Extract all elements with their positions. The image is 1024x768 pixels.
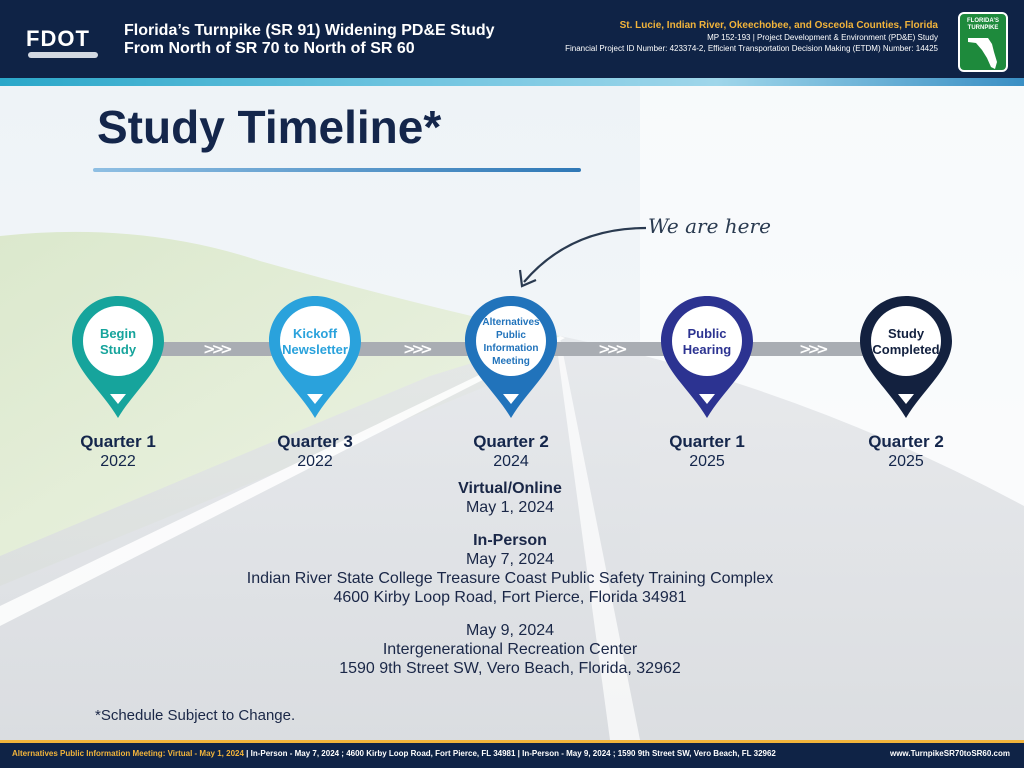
turnpike-logo-text: FLORIDA’S TURNPIKE (966, 18, 999, 31)
map-pin-icon (661, 296, 753, 418)
milestone-year: 2025 (689, 453, 725, 470)
florida-map-icon (968, 38, 997, 69)
milestone-date: Quarter 3 2022 (245, 432, 385, 472)
fdot-swoosh-icon (28, 52, 98, 58)
header-stripe (0, 78, 1024, 86)
florida-turnpike-logo: FLORIDA’S TURNPIKE (958, 12, 1008, 72)
milestone-pin: Kickoff Newsletter (267, 294, 363, 420)
footer-website-link[interactable]: www.TurnpikeSR70toSR60.com (889, 749, 1010, 758)
counties-text: St. Lucie, Indian River, Okeechobee, and… (619, 20, 938, 31)
footer-accent-line (0, 740, 1024, 743)
milestone-date: Quarter 2 2025 (836, 432, 976, 472)
map-pin-icon (860, 296, 952, 418)
virtual-heading: Virtual/Online (458, 480, 562, 497)
milestone-quarter: Quarter 1 (669, 432, 745, 451)
footer-meeting-info: Alternatives Public Information Meeting:… (12, 749, 776, 758)
meeting-details: Virtual/Online May 1, 2024 In-Person May… (160, 479, 860, 678)
venue-2: Intergenerational Recreation Center (382, 641, 638, 658)
we-are-here-arrow-icon (518, 226, 647, 288)
milestone-label: Kickoff Newsletter (282, 326, 348, 357)
milestone-date: Quarter 2 2024 (441, 432, 581, 472)
in-person-heading: In-Person (473, 532, 547, 549)
milestone-year: 2022 (100, 453, 136, 470)
study-title-line1: Florida’s Turnpike (SR 91) Widening PD&E… (124, 22, 495, 39)
milestone-quarter: Quarter 2 (473, 432, 549, 451)
footer-rest: | In-Person - May 7, 2024 ; 4600 Kirby L… (243, 749, 776, 758)
chevron-right-icon: >>> (799, 340, 829, 358)
in-person-date-2: May 9, 2024 (465, 622, 555, 639)
footer-bar: Alternatives Public Information Meeting:… (0, 740, 1024, 768)
milestone-year: 2024 (493, 453, 529, 470)
title-underline (93, 168, 581, 172)
road-background (0, 86, 1024, 740)
milestone-date: Quarter 1 2025 (637, 432, 777, 472)
milestone-pin: Public Hearing (659, 294, 755, 420)
milestone-quarter: Quarter 1 (80, 432, 156, 451)
project-info: St. Lucie, Indian River, Okeechobee, and… (565, 19, 938, 54)
study-title-line2: From North of SR 70 to North of SR 60 (124, 40, 415, 57)
map-pin-icon (269, 296, 361, 418)
milestone-year: 2025 (888, 453, 924, 470)
virtual-date: May 1, 2024 (465, 499, 555, 516)
milestone-date: Quarter 1 2022 (48, 432, 188, 472)
milestone-quarter: Quarter 2 (868, 432, 944, 451)
footer-highlight: Alternatives Public Information Meeting:… (12, 749, 244, 758)
chevron-right-icon: >>> (403, 340, 433, 358)
we-are-here-label: We are here (648, 214, 771, 238)
fdot-logo: FDOT (26, 22, 106, 58)
milestone-label: Alternatives Public Information Meeting (482, 317, 540, 367)
chevron-right-icon: >>> (203, 340, 233, 358)
in-person-date-1: May 7, 2024 (465, 551, 555, 568)
chevron-right-icon: >>> (598, 340, 628, 358)
project-line: MP 152-193 | Project Development & Envir… (707, 33, 938, 42)
header-bar: FDOT Florida’s Turnpike (SR 91) Widening… (0, 0, 1024, 78)
project-id-line: Financial Project ID Number: 423374-2, E… (565, 44, 938, 53)
milestone-label: Begin Study (99, 326, 137, 357)
fdot-logo-text: FDOT (26, 26, 90, 51)
milestone-label: Public Hearing (682, 326, 732, 357)
map-pin-icon (72, 296, 164, 418)
address-2: 1590 9th Street SW, Vero Beach, Florida,… (339, 660, 681, 677)
study-title: Florida’s Turnpike (SR 91) Widening PD&E… (124, 22, 495, 58)
schedule-footnote: *Schedule Subject to Change. (95, 707, 296, 724)
map-pin-icon (465, 296, 557, 418)
milestone-quarter: Quarter 3 (277, 432, 353, 451)
address-1: 4600 Kirby Loop Road, Fort Pierce, Flori… (333, 589, 687, 606)
page-title: Study Timeline* (97, 101, 442, 153)
milestone-year: 2022 (297, 453, 333, 470)
venue-1: Indian River State College Treasure Coas… (246, 570, 774, 587)
milestone-label: Study Completed (872, 326, 940, 357)
milestone-pin: Begin Study (70, 294, 166, 420)
milestone-pin: Study Completed (858, 294, 954, 420)
milestone-pin: Alternatives Public Information Meeting (463, 294, 559, 420)
